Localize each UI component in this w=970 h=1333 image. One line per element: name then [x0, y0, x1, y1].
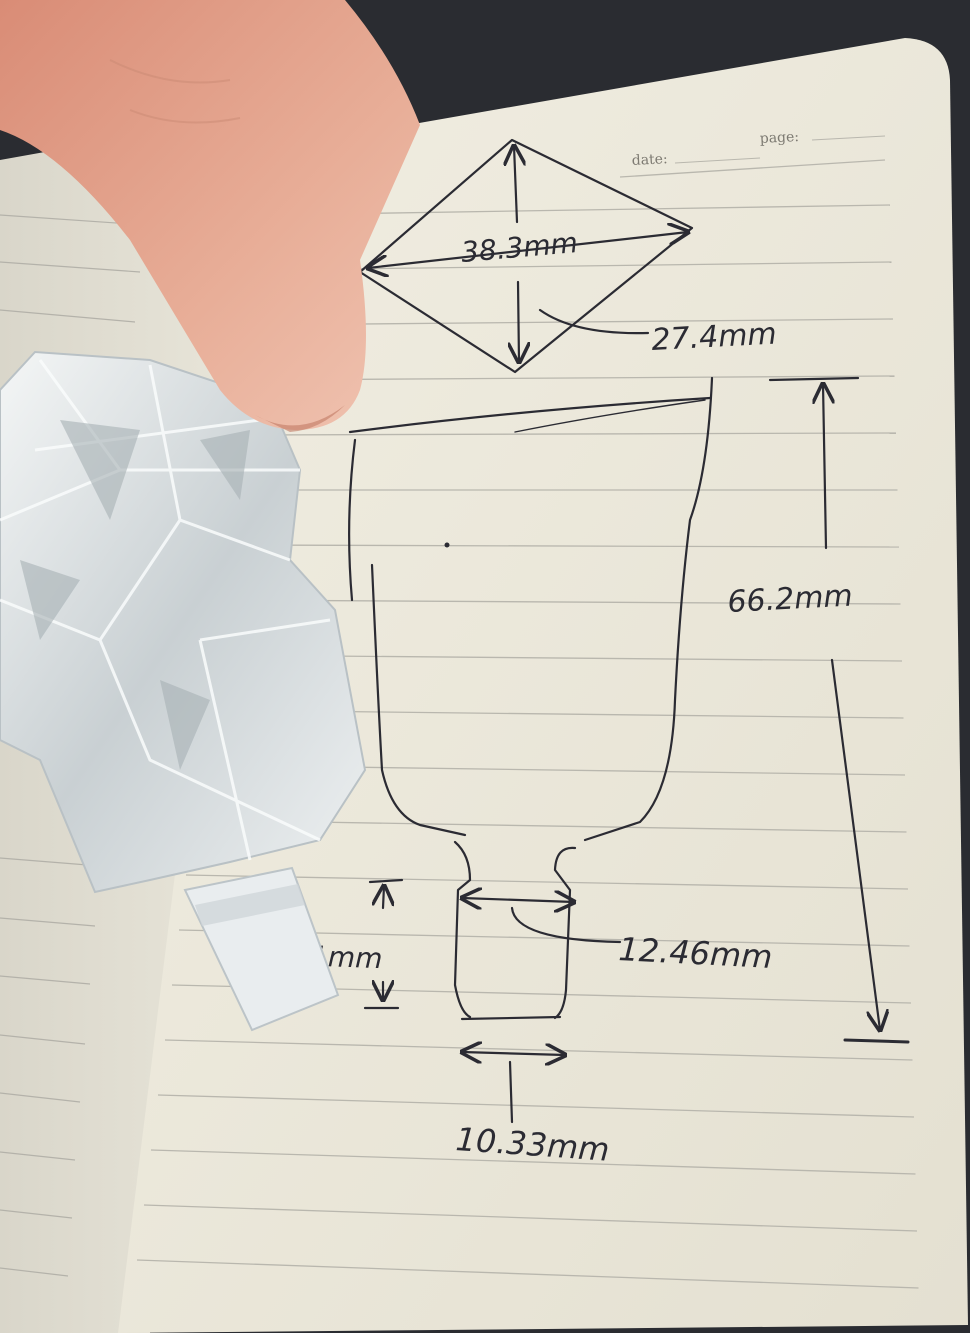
top-depth-arrow-up: [514, 146, 517, 224]
total-height-arrow-down: [830, 658, 880, 1030]
total-height-top-tick: [768, 376, 860, 382]
total-height-bottom-tick: [843, 1038, 910, 1044]
neck-bottom-leader: [508, 1060, 514, 1124]
glass-stopper: [0, 350, 367, 1032]
body-outline: [348, 376, 714, 842]
fingernail-shadow: [255, 405, 345, 432]
page-underline: [811, 135, 886, 141]
finger-crease: [109, 59, 241, 124]
page-label: page:: [759, 129, 799, 147]
neck-top-leader: [510, 906, 622, 944]
ink-dot: [444, 542, 450, 548]
neck-height-arrow-up: [383, 886, 384, 910]
ruled-line: [150, 1149, 916, 1175]
total-height-arrow-up: [823, 384, 826, 550]
label-total-height: 66.2mm: [727, 578, 854, 620]
neck-bottom-width-arrow: [462, 1052, 565, 1055]
body-top-edge-shadow: [514, 399, 706, 433]
ruled-line: [157, 1094, 915, 1118]
glass-stem-frosted-band: [195, 884, 305, 926]
header-rule: [619, 159, 886, 178]
ruled-line: [227, 544, 900, 548]
ruled-line: [143, 1204, 918, 1232]
top-depth-leader: [538, 308, 650, 335]
ruled-lines: [136, 204, 919, 1289]
glass-stopper-head: [0, 350, 367, 894]
ruled-line: [220, 599, 901, 605]
date-label: date:: [631, 151, 668, 169]
label-stem-top-diameter: 12.46mm: [618, 930, 774, 976]
finger: [0, 0, 420, 430]
ruled-line: [241, 432, 897, 436]
body-top-edge: [348, 396, 712, 434]
stopper-sketch: [348, 138, 910, 1124]
top-depth-arrow-down: [518, 280, 519, 362]
neck-top-width-arrow: [462, 898, 574, 902]
date-underline: [674, 157, 761, 164]
ruled-line: [185, 874, 909, 890]
ruled-line: [136, 1259, 919, 1289]
glass-facet-shadows: [20, 420, 250, 770]
top-width-arrow: [368, 232, 688, 268]
label-top-depth: 27.4mm: [651, 316, 778, 358]
neck-height-top-tick: [368, 878, 404, 884]
